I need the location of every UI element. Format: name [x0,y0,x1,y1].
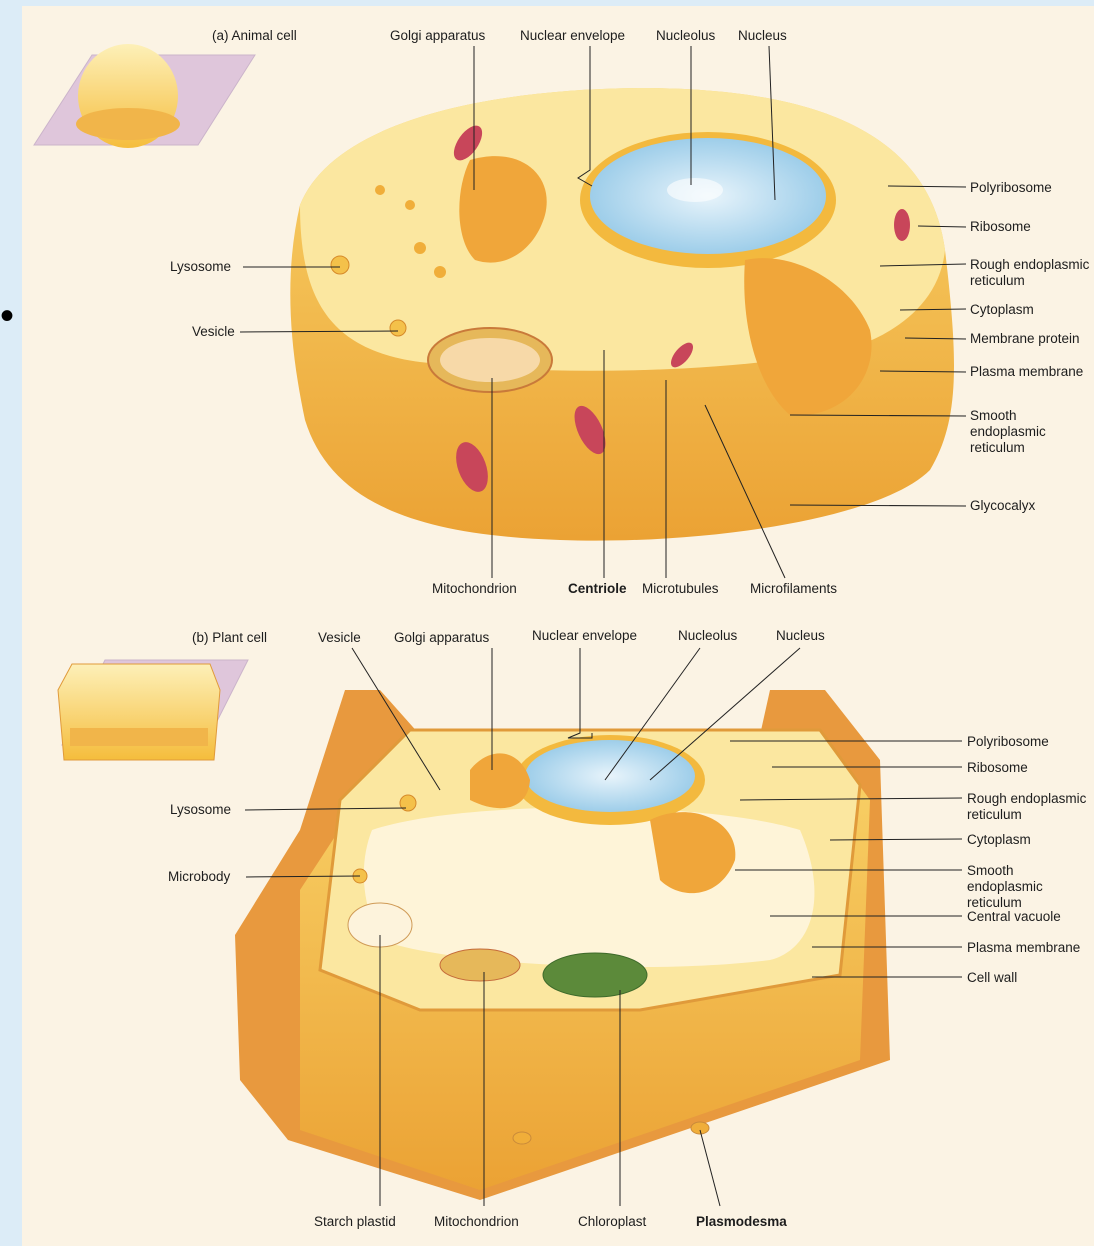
label-plant-nucleus: Nucleus [776,628,825,644]
label-plasmodesma: Plasmodesma [696,1214,787,1230]
label-plant-cytoplasm: Cytoplasm [967,832,1031,848]
label-plant-lysosome: Lysosome [170,802,231,818]
label-chloroplast: Chloroplast [578,1214,646,1230]
label-plant-nucleolus: Nucleolus [678,628,737,644]
animal-cell-body [290,88,954,541]
plant-cell-thumbnail [58,660,248,760]
label-membrane-protein: Membrane protein [970,331,1080,347]
label-plant-rough-er: Rough endoplasmic reticulum [967,791,1091,823]
animal-cell-thumbnail [34,44,255,148]
label-vesicle: Vesicle [192,324,235,340]
label-rough-er: Rough endoplasmic reticulum [970,257,1090,289]
label-nuclear-envelope: Nuclear envelope [520,28,625,44]
label-cell-wall: Cell wall [967,970,1017,986]
label-nucleus: Nucleus [738,28,787,44]
label-cytoplasm: Cytoplasm [970,302,1034,318]
label-central-vacuole: Central vacuole [967,909,1061,925]
label-plant-nuclear-envelope: Nuclear envelope [532,628,637,644]
animal-cell-title: (a) Animal cell [212,28,297,44]
label-ribosome: Ribosome [970,219,1031,235]
label-plant-smooth-er: Smooth endoplasmic reticulum [967,863,1091,911]
label-polyribosome: Polyribosome [970,180,1052,196]
label-plant-ribosome: Ribosome [967,760,1028,776]
label-glycocalyx: Glycocalyx [970,498,1035,514]
label-plasma-membrane: Plasma membrane [970,364,1083,380]
label-starch-plastid: Starch plastid [314,1214,396,1230]
label-microtubules: Microtubules [642,581,719,597]
label-plant-vesicle: Vesicle [318,630,361,646]
label-plant-mitochondrion: Mitochondrion [434,1214,519,1230]
label-lysosome: Lysosome [170,259,231,275]
label-plant-polyribosome: Polyribosome [967,734,1049,750]
label-plant-golgi-apparatus: Golgi apparatus [394,630,489,646]
label-centriole: Centriole [568,581,627,597]
label-mitochondrion: Mitochondrion [432,581,517,597]
label-plant-plasma-membrane: Plasma membrane [967,940,1080,956]
label-nucleolus: Nucleolus [656,28,715,44]
label-microfilaments: Microfilaments [750,581,837,597]
label-microbody: Microbody [168,869,230,885]
label-golgi-apparatus: Golgi apparatus [390,28,485,44]
plant-cell-title: (b) Plant cell [192,630,267,646]
label-smooth-er: Smooth endoplasmic reticulum [970,408,1090,456]
